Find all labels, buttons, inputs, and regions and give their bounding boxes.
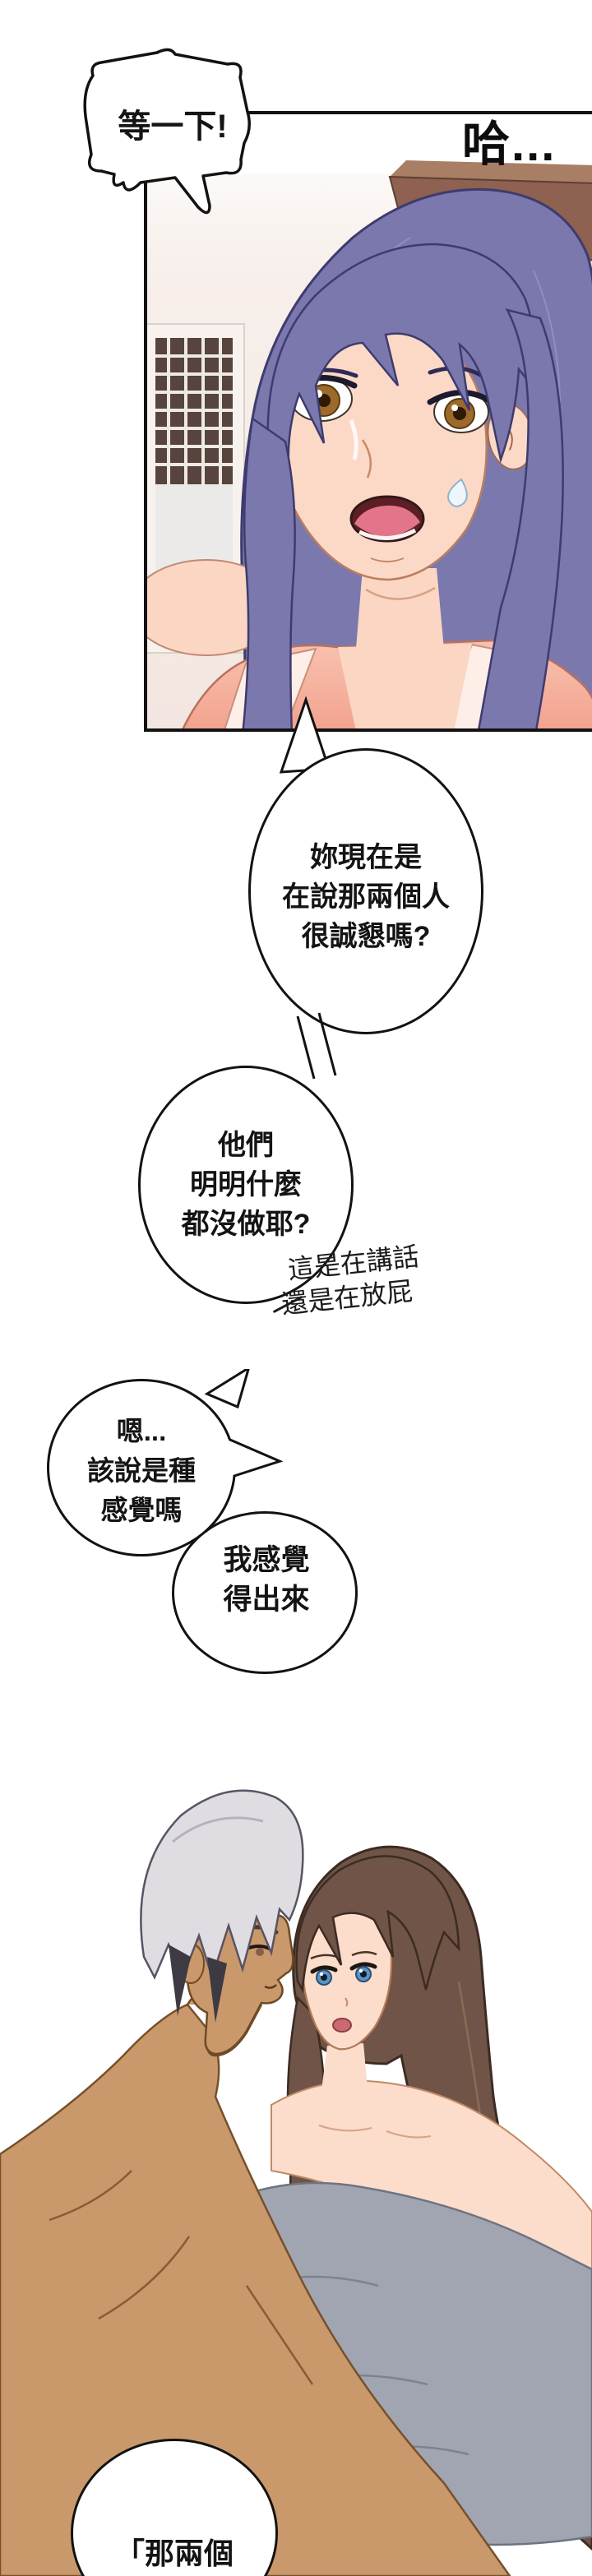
- sweat-drop: [447, 478, 468, 507]
- aside-handwritten-text: 這是在講話 還是在放屁: [280, 1241, 421, 1320]
- bubble-5-text: 「那兩個: [114, 2537, 234, 2570]
- bubble-4-line: 得出來: [223, 1584, 310, 1616]
- panel-woman: [144, 111, 592, 732]
- bubble-4-line: 我感覺: [223, 1544, 310, 1576]
- bubble-connector: [296, 1012, 337, 1080]
- bubble-2: [138, 1066, 354, 1304]
- bubble-3-line: 嗯...: [116, 1416, 167, 1446]
- bubble-2-text: 他們 明明什麼 都沒做耶?: [123, 1126, 369, 1244]
- bubble-3-line: 感覺嗎: [100, 1495, 183, 1525]
- hair-side-lock: [478, 308, 564, 728]
- panel-woman-art: [147, 114, 592, 728]
- bubble-1-text: 妳現在是 在說那兩個人 很誠懇嗎?: [243, 838, 489, 956]
- mouth: [349, 495, 425, 543]
- speech-bubble-wait-text: 等一下!: [118, 109, 228, 145]
- hair-front-strand: [242, 416, 296, 728]
- panel-couple-art: [0, 1710, 592, 2576]
- speech-bubble-wait: [83, 48, 251, 215]
- bubble-2-line: 明明什麼: [190, 1169, 302, 1200]
- bubble-1-line: 很誠懇嗎?: [301, 921, 431, 952]
- bubble-1-line: 妳現在是: [310, 842, 422, 873]
- bubble-3-line: 該說是種: [87, 1455, 196, 1486]
- bubble-3-text: 嗯... 該說是種 感覺嗎: [43, 1412, 240, 1530]
- man-silver-hair-figure: [0, 1789, 511, 2576]
- bubble-4-text: 我感覺 得出來: [168, 1541, 365, 1620]
- bubble-2-line: 他們: [218, 1130, 274, 1161]
- woman-figure: [147, 187, 592, 728]
- nose: [361, 439, 372, 479]
- bubble-2-line: 都沒做耶?: [181, 1209, 311, 1240]
- bubble-1: [248, 748, 483, 1034]
- hair-bangs: [266, 243, 535, 469]
- bubble-3-4-group: [47, 1369, 358, 1674]
- sfx-ha: 哈...: [462, 118, 557, 171]
- bubble-1-line: 在說那兩個人: [282, 881, 450, 913]
